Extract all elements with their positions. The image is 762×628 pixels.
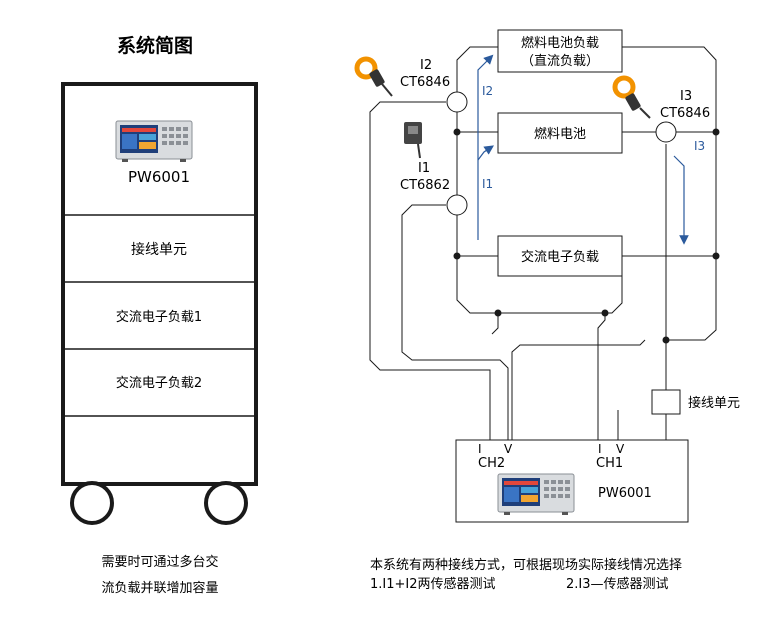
fuel-cell-label: 燃料电池 [534,126,586,142]
ac-load-box: 交流电子负载 [497,235,623,277]
sensor-i2-name: I2 [420,58,432,73]
equipment-rack [61,82,258,486]
current-arrow-i2 [477,54,494,240]
clamp-sensor-i3-icon [612,75,651,119]
diagram-caption-line1: 本系统有两种接线方式，可根据现场实际接线情况选择 [370,557,682,573]
pw6001-device-icon [115,120,193,163]
clamp-sensor-i2-icon [354,56,393,97]
sensor-i3-model: CT6846 [660,106,710,121]
ch1-i-terminal: I [598,442,602,456]
ch2-i-terminal: I [478,442,482,456]
rack-wheels [70,481,248,525]
ct-i1-ring [446,194,468,216]
wiring-unit-label: 接线单元 [688,395,740,411]
diagram-caption-option1: 1.I1+I2两传感器测试 [370,576,496,592]
junction-dots [453,128,720,344]
rack-caption-line1: 需要时可通过多台交 [101,554,218,570]
fuel-cell-load-sublabel: （直流负载） [521,54,599,69]
rack-device-label: PW6001 [128,168,190,186]
current-label-i1: I1 [482,177,493,191]
fuel-cell-box: 燃料电池 [497,112,623,154]
ch2-label: CH2 [478,456,505,471]
rack-row-wiring-unit: 接线单元 [131,241,187,258]
current-arrow-i1 [477,145,494,161]
wiring-unit-box: 接线单元 [651,389,740,415]
current-label-i2: I2 [482,84,493,98]
rack-caption-line2: 流负载并联增加容量 [101,580,218,596]
wiring-lines [369,46,717,440]
current-arrow-i3 [673,155,689,245]
ac-load-label: 交流电子负载 [521,249,599,265]
sensor-i3-name: I3 [680,89,692,104]
ch1-v-terminal: V [616,442,625,456]
rack-row-ac-load-1: 交流电子负载1 [116,309,202,325]
fuel-cell-load-label: 燃料电池负载 [521,35,599,51]
ct-i2-ring [446,91,468,113]
ct-i3-ring [655,121,677,143]
sensor-i1-name: I1 [418,161,430,176]
fuel-cell-load-box: 燃料电池负载 （直流负载） [497,29,623,73]
ch1-label: CH1 [596,456,623,471]
analyzer-device-label: PW6001 [598,486,652,501]
rack-row-ac-load-2: 交流电子负载2 [116,375,202,391]
current-label-i3: I3 [694,139,705,153]
sensor-i1-model: CT6862 [400,178,450,193]
ch2-v-terminal: V [504,442,513,456]
diagram-caption-option2: 2.I3—传感器测试 [566,576,669,592]
current-arrows [477,54,689,245]
clamp-sensor-i1-icon [404,122,422,159]
rack-title: 系统简图 [117,34,193,57]
pw6001-analyzer-icon [497,473,575,516]
sensor-i2-model: CT6846 [400,75,450,90]
